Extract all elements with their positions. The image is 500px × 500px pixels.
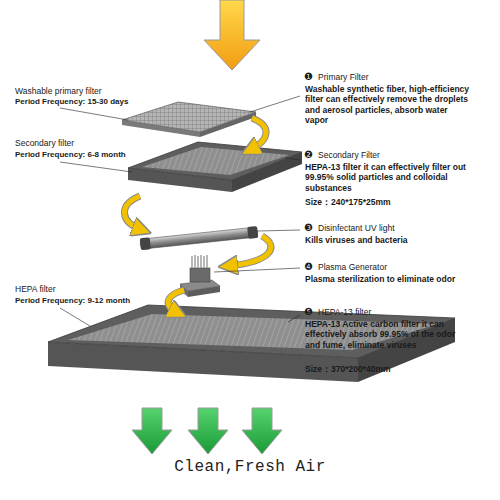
leader-lines bbox=[60, 96, 300, 326]
callout-number: ❸ bbox=[304, 222, 318, 234]
part-description: Kills viruses and bacteria bbox=[305, 235, 470, 245]
maintenance-period: Period Frequency: 9-12 month bbox=[15, 296, 165, 306]
outflow-arrows bbox=[132, 408, 282, 454]
part-name: Secondary filter bbox=[15, 138, 165, 148]
part-description: Washable synthetic fiber, high-efficienc… bbox=[305, 84, 470, 125]
part-title: Plasma Generator bbox=[318, 262, 488, 272]
dimension: Size：240*175*25mm bbox=[305, 197, 475, 207]
part-title: Secondary Filter bbox=[318, 150, 488, 160]
part-description: Plasma sterilization to eliminate odor bbox=[305, 274, 470, 284]
dimension: Size：370*200*40mm bbox=[305, 364, 475, 374]
inflow-arrow bbox=[204, 0, 260, 70]
secondary-filter bbox=[128, 142, 302, 192]
primary-filter bbox=[122, 102, 256, 137]
part-name: Washable primary filter bbox=[15, 86, 165, 96]
part-title: HEPA-13 filter bbox=[318, 307, 488, 317]
callout-number: ❷ bbox=[304, 149, 318, 161]
part-title: Disinfectant UV light bbox=[318, 223, 488, 233]
callout-number: ❶ bbox=[304, 71, 318, 83]
caption: Clean,Fresh Air bbox=[100, 458, 400, 476]
part-title: Primary Filter bbox=[318, 72, 488, 82]
part-description: HEPA-13 filter it can effectively filter… bbox=[305, 162, 470, 193]
maintenance-period: Period Frequency: 6-8 month bbox=[15, 150, 165, 160]
part-description: HEPA-13 Active carbon filter it can effe… bbox=[305, 319, 470, 350]
maintenance-period: Period Frequency: 15-30 days bbox=[15, 97, 165, 107]
uv-lamp bbox=[140, 226, 259, 250]
part-name: HEPA filter bbox=[15, 284, 165, 294]
flow-arrows bbox=[124, 118, 271, 313]
callout-number: ❺ bbox=[304, 306, 318, 318]
plasma-generator bbox=[180, 255, 220, 297]
callout-number: ❹ bbox=[304, 261, 318, 273]
